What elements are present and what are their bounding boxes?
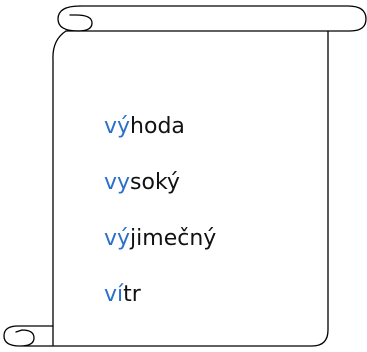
word-list: výhoda vysoký výjimečný vítr bbox=[104, 112, 216, 336]
scroll-bottom-curl bbox=[3, 325, 54, 347]
scroll-right-edge bbox=[52, 30, 329, 347]
word-prefix: vý bbox=[104, 114, 131, 139]
word-vyhoda: výhoda bbox=[104, 112, 216, 168]
scroll-top-curl bbox=[57, 5, 93, 32]
scroll-top-roll bbox=[65, 5, 367, 32]
word-suffix: soký bbox=[130, 170, 180, 195]
word-vysoky: vysoký bbox=[104, 168, 216, 224]
word-suffix: tr bbox=[123, 282, 141, 307]
word-vyjimecny: výjimečný bbox=[104, 224, 216, 280]
word-suffix: hoda bbox=[130, 114, 185, 139]
word-vitr: vítr bbox=[104, 280, 216, 336]
word-prefix: ví bbox=[104, 282, 124, 307]
word-prefix: vý bbox=[104, 226, 131, 251]
word-prefix: vy bbox=[104, 170, 131, 195]
scroll-left-edge bbox=[52, 30, 67, 346]
word-suffix: jimečný bbox=[130, 226, 217, 251]
